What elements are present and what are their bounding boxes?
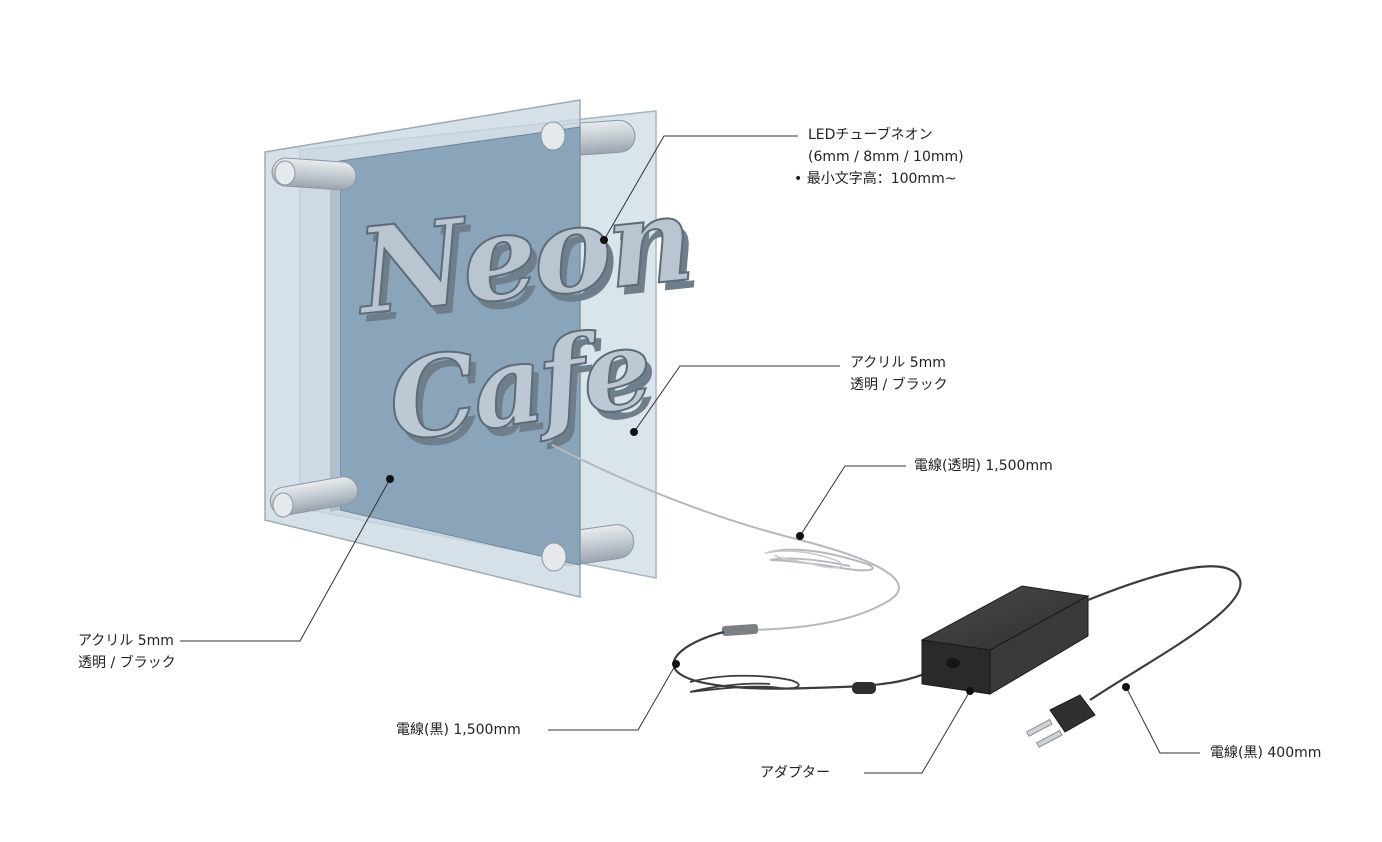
- wire-clear: [551, 444, 900, 631]
- wire-black-coil: [689, 674, 800, 693]
- standoff-front-bottom-left: [269, 476, 359, 518]
- label-led-title: LEDチューブネオン: [808, 127, 933, 143]
- label-led-min-height: • 最小文字高：100mm~: [794, 171, 957, 187]
- label-wire-black: 電線(黒) 1,500mm: [396, 722, 521, 738]
- label-acrylic-front-thickness: アクリル 5mm: [78, 633, 174, 649]
- wire-black: [672, 630, 951, 690]
- neon-tube-text: Neon Neon Cafe Cafe: [346, 167, 701, 474]
- label-led-sizes: (6mm / 8mm / 10mm): [808, 149, 964, 165]
- wire-ferrite: [852, 682, 876, 694]
- standoff-front-bottom-right: [541, 542, 567, 572]
- wire-black-short: [1087, 565, 1242, 701]
- standoff-front-top-right: [540, 121, 566, 151]
- label-acrylic-back: アクリル 5mm 透明 / ブラック: [850, 352, 948, 396]
- power-adapter: [920, 585, 1090, 695]
- label-wire-clear: 電線(透明) 1,500mm: [914, 458, 1053, 474]
- label-acrylic-front-color: 透明 / ブラック: [78, 655, 176, 671]
- label-led-tube: LEDチューブネオン (6mm / 8mm / 10mm) • 最小文字高：10…: [794, 124, 964, 190]
- label-acrylic-back-color: 透明 / ブラック: [850, 377, 948, 393]
- wire-clear-coil: [769, 548, 874, 572]
- label-adapter: アダプター: [760, 765, 830, 781]
- standoff-front-top-left: [271, 157, 357, 191]
- ac-plug: [1026, 694, 1096, 748]
- label-acrylic-back-thickness: アクリル 5mm: [850, 355, 946, 371]
- wire-connector: [721, 623, 759, 637]
- label-acrylic-front: アクリル 5mm 透明 / ブラック: [78, 630, 176, 674]
- label-wire-black-short: 電線(黒) 400mm: [1210, 745, 1322, 761]
